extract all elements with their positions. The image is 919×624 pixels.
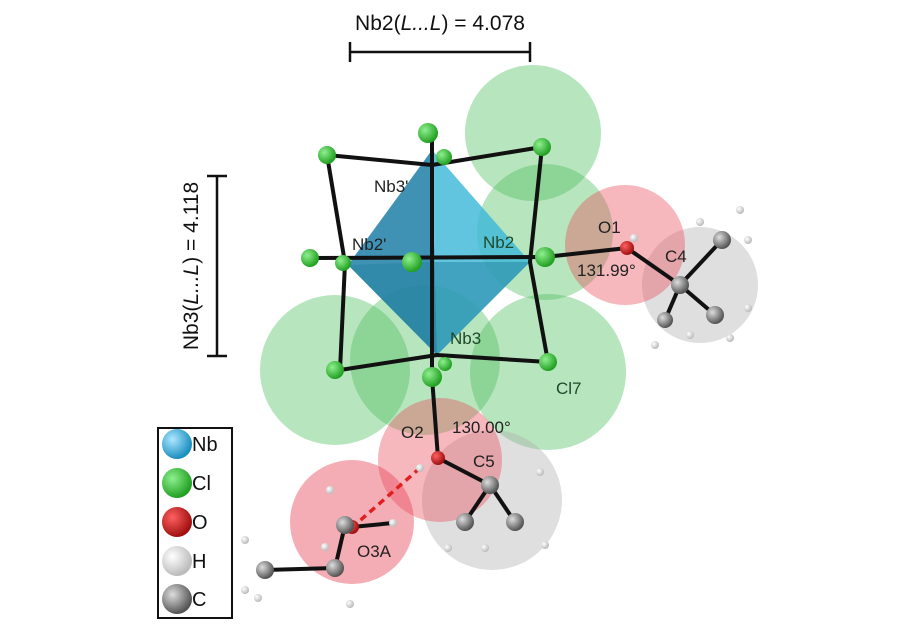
- label-nb3-prime: Nb3': [374, 177, 408, 196]
- atoms: [241, 123, 752, 608]
- legend-item-c: C: [162, 584, 206, 614]
- cl-atom: [301, 249, 319, 267]
- cl-atom: [533, 138, 551, 156]
- legend-item-h: H: [162, 546, 206, 576]
- label-nb3: Nb3: [450, 329, 481, 348]
- c-atom: [326, 559, 344, 577]
- c-atom: [706, 306, 724, 324]
- cl-atom: [422, 367, 442, 387]
- atom-labels: Nb3' Nb2' Nb2 Nb3 Cl7 O1 131.99° C4 O2 1…: [352, 177, 687, 561]
- left-scale-bar: Nb3(L...L) = 4.118: [180, 174, 227, 358]
- cl-atom: [335, 255, 351, 271]
- c-sphere: [422, 430, 562, 570]
- svg-text:O: O: [192, 512, 208, 534]
- cl-atom-cl7: [539, 353, 557, 371]
- label-o2: O2: [401, 423, 424, 442]
- label-c4: C4: [665, 247, 687, 266]
- angle-o1: 131.99°: [577, 261, 636, 280]
- legend-item-cl: Cl: [162, 468, 211, 498]
- label-nb2: Nb2: [483, 233, 514, 252]
- svg-text:Nb: Nb: [192, 434, 218, 456]
- c-atom-c4: [671, 276, 689, 294]
- c-atom: [456, 513, 474, 531]
- angle-o2: 130.00°: [452, 418, 511, 437]
- legend-item-o: O: [162, 507, 208, 537]
- top-scale-bar: Nb2(L...L) = 4.078: [348, 12, 532, 62]
- cl-sphere: [465, 65, 601, 201]
- cl-atom: [438, 357, 452, 371]
- hydrogen-bond: [353, 466, 422, 527]
- cl-atom: [402, 252, 422, 272]
- top-scale-label: Nb2(L...L) = 4.078: [355, 12, 525, 35]
- svg-text:H: H: [192, 551, 206, 573]
- o-atom-o1: [620, 241, 634, 255]
- label-o1: O1: [598, 218, 621, 237]
- h-atoms: [241, 206, 752, 608]
- o-atom-o2: [431, 451, 445, 465]
- label-cl7: Cl7: [556, 379, 582, 398]
- left-scale-label: Nb3(L...L) = 4.118: [180, 182, 203, 350]
- c-sphere: [642, 227, 758, 343]
- label-c5: C5: [473, 452, 495, 471]
- cl-atom: [436, 149, 452, 165]
- c-atom-c5: [481, 476, 499, 494]
- label-nb2-prime: Nb2': [352, 235, 386, 254]
- cl-atom: [318, 146, 336, 164]
- nb6-octahedron: [348, 150, 530, 355]
- cl-sphere: [470, 294, 626, 450]
- svg-text:Cl: Cl: [192, 473, 211, 495]
- c-atom: [713, 231, 731, 249]
- legend-item-nb: Nb: [162, 429, 218, 459]
- legend: Nb Cl O H C: [157, 427, 233, 619]
- c-atom: [506, 513, 524, 531]
- cl-atom: [326, 361, 344, 379]
- cl-atom: [535, 247, 555, 267]
- svg-text:C: C: [192, 589, 206, 611]
- c-atom: [256, 561, 274, 579]
- label-o3a: O3A: [357, 542, 392, 561]
- c-atom: [657, 312, 673, 328]
- cl-atom: [418, 123, 438, 143]
- vdw-spheres: [260, 65, 758, 584]
- c-atom: [336, 516, 354, 534]
